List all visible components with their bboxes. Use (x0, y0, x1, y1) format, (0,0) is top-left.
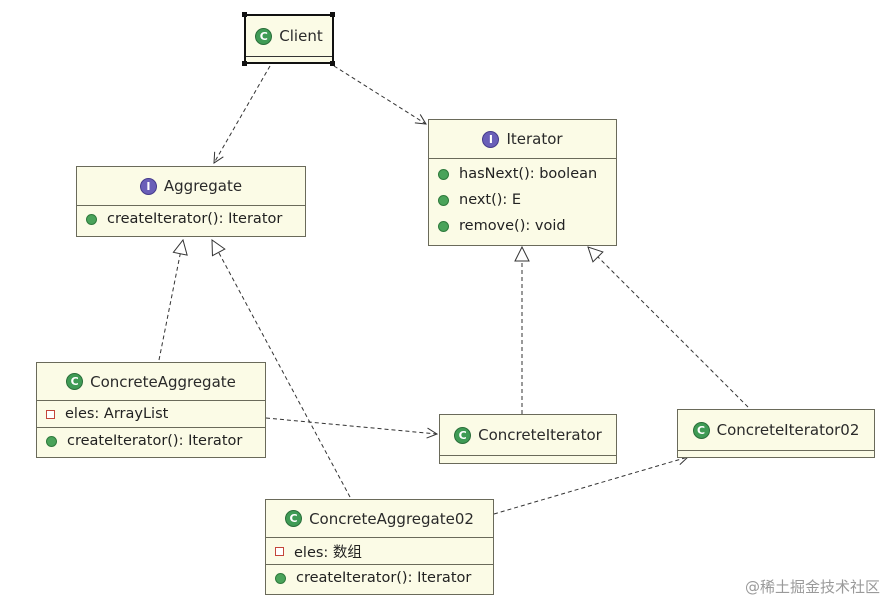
method-row[interactable]: createIterator(): Iterator (266, 565, 493, 591)
field-row[interactable]: eles: ArrayList (37, 401, 265, 427)
public-method-icon (438, 168, 449, 180)
method-row[interactable]: createIterator(): Iterator (37, 428, 265, 454)
dep-ca02-ci02 (493, 457, 688, 515)
realize-ci02-iterator (588, 247, 749, 408)
class-concrete-iterator[interactable]: C ConcreteIterator (439, 414, 617, 464)
method-row[interactable]: hasNext(): boolean (429, 161, 616, 187)
class-name: Aggregate (163, 177, 243, 195)
class-icon: C (255, 27, 273, 45)
class-name: ConcreteIterator02 (716, 421, 860, 439)
selection-handle[interactable] (330, 12, 335, 17)
class-concrete-iterator02[interactable]: C ConcreteIterator02 (677, 409, 875, 458)
field-row[interactable]: eles: 数组 (266, 538, 493, 564)
private-field-icon (275, 546, 284, 556)
interface-icon: I (139, 177, 157, 195)
method-row[interactable]: next(): E (429, 187, 616, 213)
class-concrete-aggregate[interactable]: C ConcreteAggregate eles: ArrayList crea… (36, 362, 266, 458)
method-row[interactable]: createIterator(): Iterator (77, 206, 305, 232)
selection-handle[interactable] (242, 12, 247, 17)
interface-iterator[interactable]: I Iterator hasNext(): boolean next(): E … (428, 119, 617, 246)
dep-ca-ci (265, 417, 437, 434)
class-name: Client (279, 27, 323, 45)
class-icon: C (66, 373, 84, 390)
class-client[interactable]: C Client (244, 14, 334, 64)
dep-client-aggregate (214, 65, 271, 163)
interface-icon: I (482, 130, 500, 148)
class-name: Iterator (506, 130, 563, 148)
selection-handle[interactable] (242, 61, 247, 66)
public-method-icon (86, 213, 97, 225)
public-method-icon (46, 435, 57, 447)
selection-handle[interactable] (330, 61, 335, 66)
class-icon: C (285, 510, 303, 527)
dep-client-iterator (333, 65, 426, 124)
public-method-icon (438, 220, 449, 232)
private-field-icon (46, 409, 55, 419)
class-name: ConcreteAggregate (90, 372, 236, 391)
class-name: ConcreteAggregate02 (309, 509, 474, 528)
class-icon: C (692, 421, 710, 439)
watermark: @稀土掘金技术社区 (744, 578, 880, 596)
public-method-icon (275, 572, 286, 584)
realize-ca-aggregate (158, 240, 183, 361)
interface-aggregate[interactable]: I Aggregate createIterator(): Iterator (76, 166, 306, 237)
class-icon: C (454, 426, 472, 444)
class-concrete-aggregate02[interactable]: C ConcreteAggregate02 eles: 数组 createIte… (265, 499, 494, 595)
public-method-icon (438, 194, 449, 206)
method-row[interactable]: remove(): void (429, 213, 616, 239)
class-name: ConcreteIterator (478, 426, 602, 444)
